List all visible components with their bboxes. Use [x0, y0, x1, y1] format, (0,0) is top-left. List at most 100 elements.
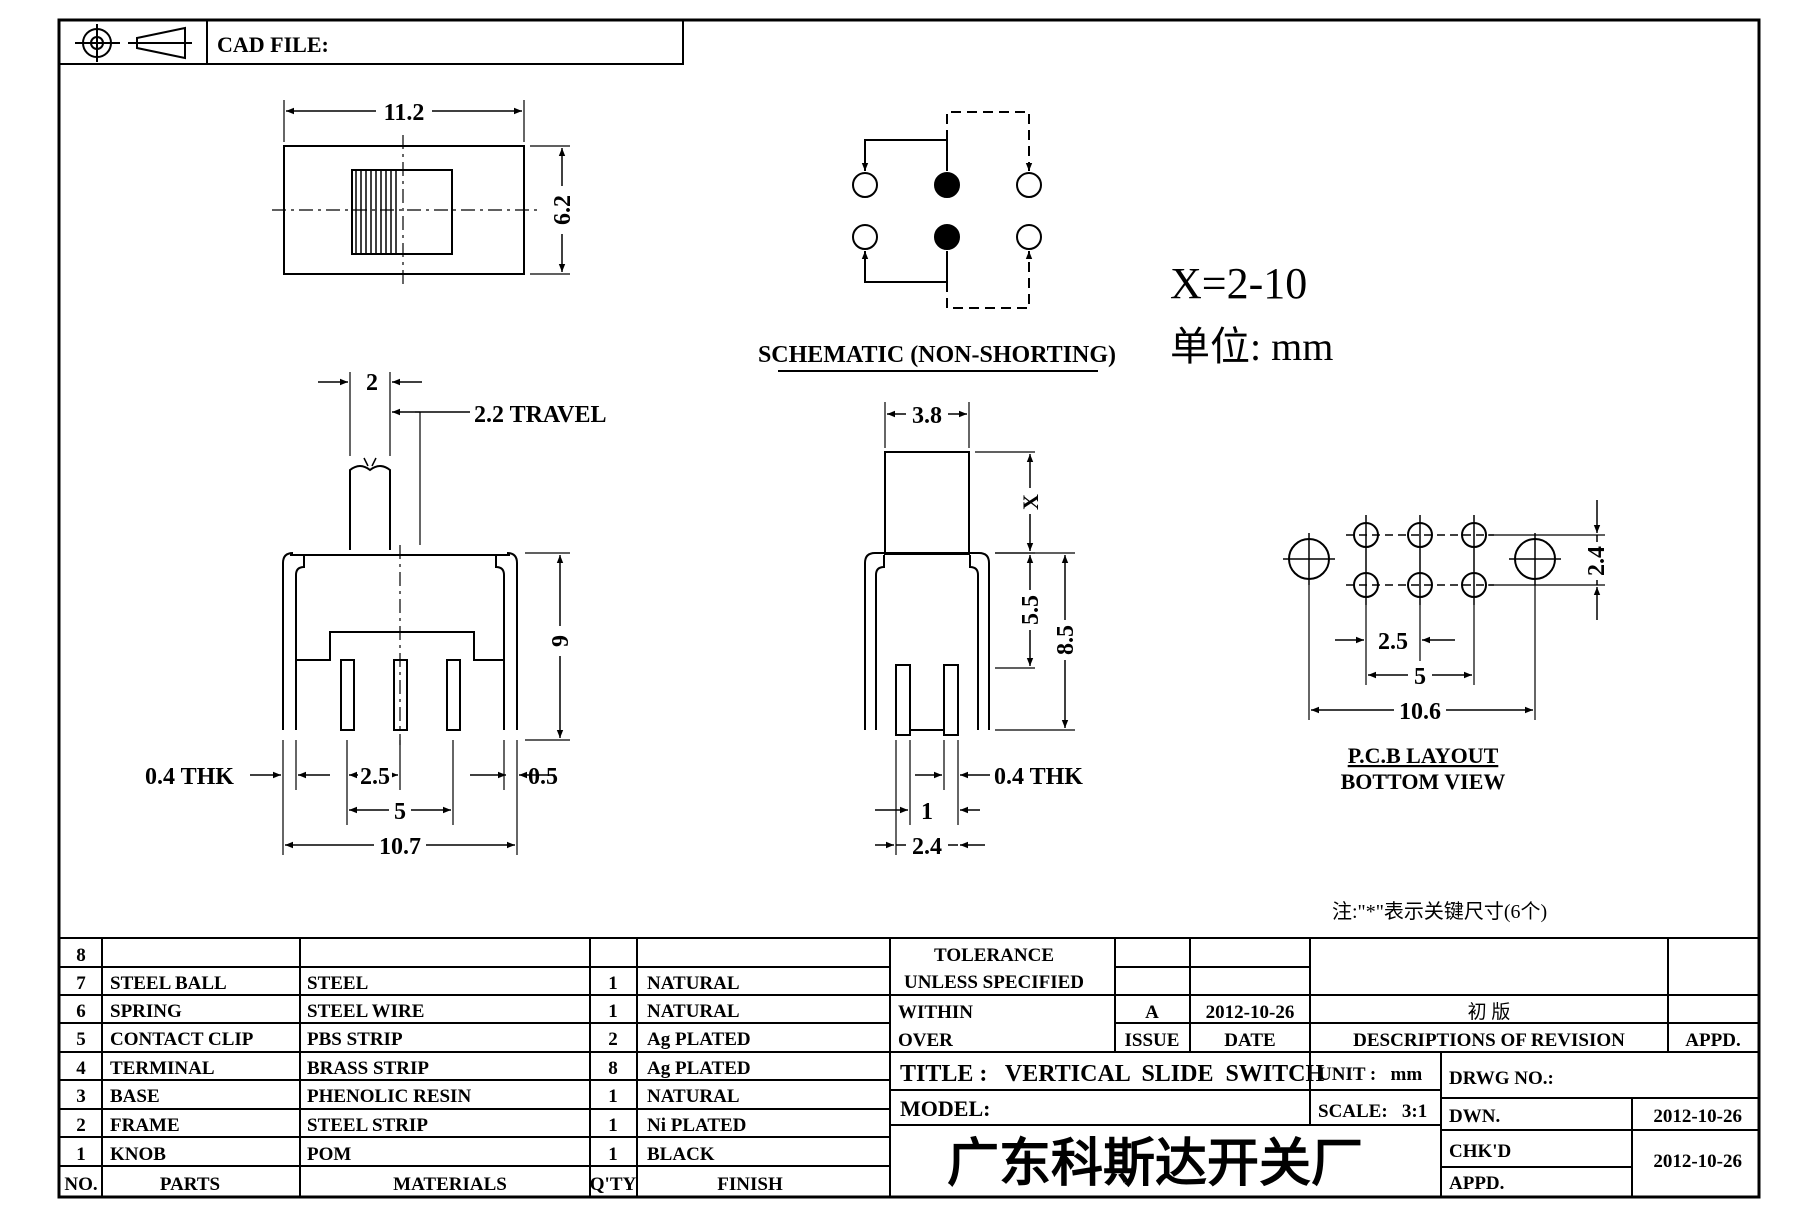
- bom-finish: NATURAL: [647, 1001, 740, 1022]
- end-body-dim: 5.5: [1018, 595, 1044, 625]
- pcb-label-line2: BOTTOM VIEW: [1341, 769, 1506, 794]
- end-pin-dim: 1: [921, 799, 933, 825]
- end-actuator-height: X: [1018, 494, 1043, 510]
- bom-part: CONTACT CLIP: [110, 1029, 254, 1050]
- dwn-label: DWN.: [1449, 1106, 1500, 1127]
- bom-no: 2: [76, 1115, 86, 1136]
- bom-qty: 2: [608, 1029, 618, 1050]
- appd-label: APPD.: [1685, 1030, 1740, 1051]
- desc-revision-label: DESCRIPTIONS OF REVISION: [1353, 1030, 1625, 1051]
- unit-note: 单位: mm: [1170, 324, 1333, 369]
- side-height-dim: 9: [548, 635, 574, 647]
- bom-material: STEEL WIRE: [307, 1001, 424, 1022]
- bom-material: STEEL STRIP: [307, 1115, 428, 1136]
- cad-header: CAD FILE:: [58, 19, 684, 65]
- top-height-dim: 6.2: [550, 195, 576, 225]
- bom-finish: NATURAL: [647, 1086, 740, 1107]
- issue-label: ISSUE: [1125, 1030, 1180, 1051]
- col-materials-header: MATERIALS: [393, 1174, 507, 1195]
- scale-field: SCALE: 3:1: [1318, 1101, 1427, 1122]
- company-name: 广东科斯达开关厂: [947, 1135, 1363, 1193]
- cad-file-label: CAD FILE:: [217, 32, 329, 57]
- side-end-dim: 0.5: [528, 764, 558, 790]
- bom-row: 4 TERMINAL BRASS STRIP 8 Ag PLATED: [76, 1058, 750, 1079]
- pcb-mount-dim: 10.6: [1399, 699, 1441, 725]
- pcb-layout: [1283, 500, 1605, 720]
- bom-finish: Ag PLATED: [647, 1058, 751, 1079]
- revision-desc: 初 版: [1468, 1001, 1511, 1023]
- table-grid: [59, 937, 1759, 1197]
- bom-no: 7: [76, 973, 86, 994]
- bom-row: 8: [76, 945, 86, 966]
- bom-finish: BLACK: [647, 1144, 715, 1165]
- bom-no: 5: [76, 1029, 86, 1050]
- bom-qty: 1: [608, 1115, 618, 1136]
- bom-finish: NATURAL: [647, 973, 740, 994]
- side-overall-width: 10.7: [379, 834, 421, 860]
- pcb-label-line1: P.C.B LAYOUT: [1348, 743, 1499, 768]
- bom-row: 6 SPRING STEEL WIRE 1 NATURAL: [76, 1001, 739, 1022]
- bom-row: 1 KNOB POM 1 BLACK: [76, 1144, 715, 1165]
- x-range-note: X=2-10: [1170, 259, 1307, 308]
- bom-row: 7 STEEL BALL STEEL 1 NATURAL: [76, 973, 739, 994]
- bom-material: POM: [307, 1144, 351, 1165]
- appd2-label: APPD.: [1449, 1173, 1504, 1194]
- bom-part: STEEL BALL: [110, 973, 227, 994]
- end-view: [864, 402, 1075, 855]
- col-finish-header: FINISH: [717, 1174, 783, 1195]
- top-width-dim: 11.2: [384, 100, 425, 126]
- bom-part: FRAME: [110, 1115, 180, 1136]
- bom-finish: Ni PLATED: [647, 1115, 746, 1136]
- model-field: MODEL:: [900, 1096, 990, 1121]
- bom-qty: 1: [608, 973, 618, 994]
- pcb-row-dim: 2.4: [1584, 546, 1610, 576]
- footnote: 注:"*"表示关键尺寸(6个): [1332, 900, 1547, 923]
- bom-row: 2 FRAME STEEL STRIP 1 Ni PLATED: [76, 1115, 746, 1136]
- bom-part: TERMINAL: [110, 1058, 215, 1079]
- drwg-no-field: DRWG NO.:: [1449, 1068, 1554, 1089]
- side-actuator-dim: 2: [366, 370, 378, 396]
- col-no-header: NO.: [64, 1174, 97, 1195]
- side-view: [250, 372, 570, 855]
- chkd-label: CHK'D: [1449, 1141, 1511, 1162]
- unit-field: UNIT : mm: [1318, 1064, 1422, 1085]
- bom-no: 3: [76, 1086, 86, 1107]
- bom-part: SPRING: [110, 1001, 182, 1022]
- travel-label: 2.2 TRAVEL: [474, 402, 607, 428]
- unless-specified-label: UNLESS SPECIFIED: [904, 972, 1084, 993]
- top-view: [272, 100, 570, 285]
- bom-row: 3 BASE PHENOLIC RESIN 1 NATURAL: [76, 1086, 739, 1107]
- bom-qty: 8: [608, 1058, 618, 1079]
- bom-no: 1: [76, 1144, 86, 1165]
- side-thk-label: 0.4 THK: [145, 764, 234, 790]
- bom-material: PBS STRIP: [307, 1029, 403, 1050]
- dwn-date: 2012-10-26: [1653, 1106, 1742, 1127]
- bom-part: KNOB: [110, 1144, 166, 1165]
- issue-value: A: [1145, 1002, 1159, 1023]
- side-pin-span: 5: [394, 799, 406, 825]
- over-label: OVER: [898, 1030, 953, 1051]
- bom-part: BASE: [110, 1086, 160, 1107]
- bom-material: BRASS STRIP: [307, 1058, 429, 1079]
- side-pin-pitch: 2.5: [360, 764, 390, 790]
- bom-finish: Ag PLATED: [647, 1029, 751, 1050]
- col-parts-header: PARTS: [160, 1174, 220, 1195]
- end-width-dim: 2.4: [912, 834, 942, 860]
- bom-material: PHENOLIC RESIN: [307, 1086, 471, 1107]
- bom-row: 5 CONTACT CLIP PBS STRIP 2 Ag PLATED: [76, 1029, 750, 1050]
- bom-no: 8: [76, 945, 86, 966]
- bom-qty: 1: [608, 1144, 618, 1165]
- end-overall-height: 8.5: [1053, 625, 1079, 655]
- projection-symbol-icon: [75, 24, 192, 62]
- tolerance-label: TOLERANCE: [934, 945, 1054, 966]
- issue-date: 2012-10-26: [1206, 1002, 1295, 1023]
- bom-qty: 1: [608, 1086, 618, 1107]
- chkd-date: 2012-10-26: [1653, 1151, 1742, 1172]
- bom-no: 6: [76, 1001, 86, 1022]
- bom-material: STEEL: [307, 973, 368, 994]
- bom-qty: 1: [608, 1001, 618, 1022]
- drawing-title: TITLE : VERTICAL SLIDE SWITCH: [900, 1061, 1325, 1087]
- pcb-span-dim: 5: [1414, 664, 1426, 690]
- bom-no: 4: [76, 1058, 86, 1079]
